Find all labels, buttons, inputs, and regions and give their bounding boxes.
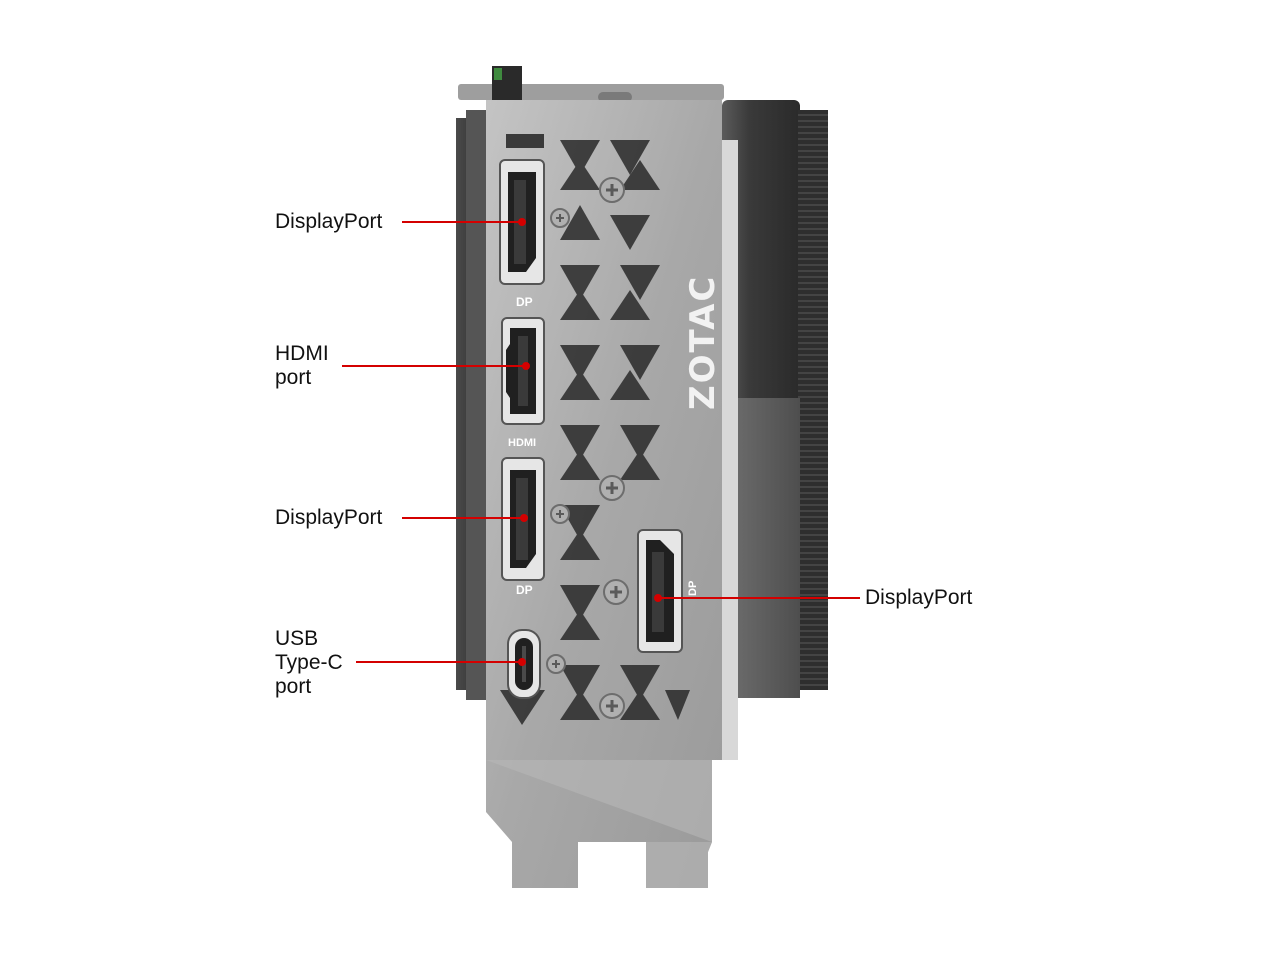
dp-middle-marking: DP	[516, 583, 533, 597]
callout-dot-displayport-middle	[520, 514, 528, 522]
callout-label-usb-c: USB Type-C port	[275, 627, 343, 698]
callout-dot-displayport-top	[518, 218, 526, 226]
pcb-edge	[456, 110, 488, 700]
displayport-right: DP	[637, 529, 699, 653]
dp-right-marking: DP	[687, 581, 699, 596]
bracket-slot	[506, 134, 544, 148]
mounting-tab	[458, 66, 724, 106]
callout-dot-usb-c	[518, 658, 526, 666]
hdmi-marking: HDMI	[508, 437, 536, 449]
zotac-logo: ZOTAC	[683, 275, 723, 410]
callout-lines	[342, 218, 860, 666]
callout-label-hdmi: HDMI port	[275, 342, 329, 389]
callout-label-displayport-middle: DisplayPort	[275, 506, 383, 529]
callout-dot-hdmi	[522, 362, 530, 370]
dp-top-marking: DP	[516, 295, 533, 309]
hdmi-port: HDMI	[501, 317, 545, 449]
bracket-tongue	[486, 760, 712, 888]
heatsink-shroud	[722, 100, 828, 760]
callout-label-displayport-right: DisplayPort	[865, 586, 973, 609]
vent-lattice	[500, 140, 690, 725]
callout-dot-displayport-right	[654, 594, 662, 602]
callout-label-displayport-top: DisplayPort	[275, 210, 383, 233]
bracket-screws	[546, 177, 629, 719]
displayport-middle: DP	[501, 457, 545, 597]
